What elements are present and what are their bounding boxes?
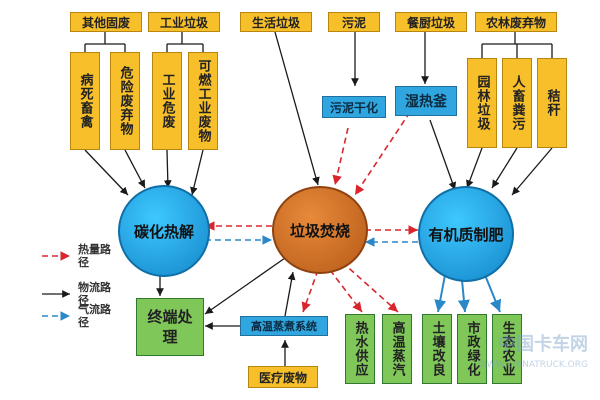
output-terminal-treatment: 终端处理 — [136, 298, 204, 356]
medical-waste: 医疗废物 — [248, 366, 318, 388]
category-industrial-waste: 工业垃圾 — [148, 12, 220, 32]
sub-combustible-industrial: 可燃工业废物 — [188, 52, 218, 150]
sub-livestock-manure: 人畜粪污 — [502, 58, 532, 148]
watermark-sub: WWW.CHINATRUCK.ORG — [477, 360, 588, 370]
output-hot-water: 热水供应 — [345, 314, 375, 384]
sub-hazardous-waste: 危险废弃物 — [110, 52, 140, 150]
fertilizer-output-arrows — [434, 274, 502, 313]
process-wet-heat-kettle: 湿热釜 — [395, 86, 457, 116]
node-organic-fertilizer: 有机质制肥 — [418, 186, 514, 282]
sub-straw: 秸秆 — [537, 58, 567, 148]
heat-arrows — [42, 111, 418, 313]
category-other-waste: 其他固废 — [70, 12, 142, 32]
category-agri-forestry-waste: 农林废弃物 — [475, 12, 557, 32]
watermark-main: 中国卡车网 — [498, 334, 588, 355]
legend-material-path: 物流路径 — [78, 281, 111, 307]
sub-dead-livestock: 病死畜禽 — [70, 52, 100, 150]
gas-arrows — [42, 235, 418, 321]
legend-heat-path: 热量路径 — [78, 243, 111, 269]
legend-gas-path: 气流路径 — [78, 303, 111, 329]
output-eco-agriculture: 生态农业 — [492, 314, 522, 384]
watermark-logo: 中国卡车网 WWW.CHINATRUCK.ORG — [468, 335, 588, 377]
sub-garden-waste: 园林垃圾 — [467, 58, 497, 148]
category-domestic-waste: 生活垃圾 — [240, 12, 312, 32]
material-arrows-left — [84, 32, 204, 196]
node-carbonization-pyrolysis: 碳化热解 — [118, 185, 210, 277]
sub-industrial-hazard: 工业危废 — [152, 52, 182, 150]
output-soil-improvement: 土壤改良 — [422, 314, 452, 384]
process-high-temp-steam-system: 高温蒸煮系统 — [240, 316, 328, 336]
category-kitchen-waste: 餐厨垃圾 — [395, 12, 467, 32]
category-sludge: 污泥 — [328, 12, 380, 32]
output-high-temp-steam: 高温蒸汽 — [382, 314, 412, 384]
output-municipal-greening: 市政绿化 — [457, 314, 487, 384]
material-arrows-center — [274, 31, 553, 196]
process-sludge-drying: 污泥干化 — [322, 96, 386, 118]
node-waste-incineration: 垃圾焚烧 — [272, 186, 368, 274]
